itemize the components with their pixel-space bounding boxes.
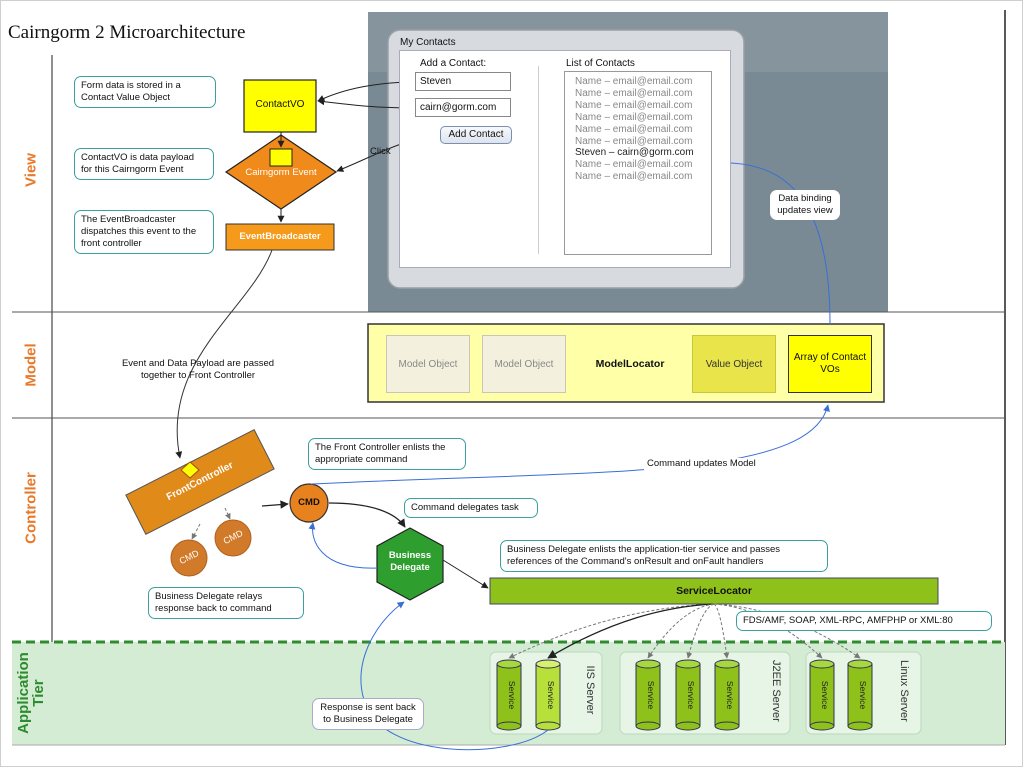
cmd-circle-main (289, 483, 329, 523)
service-cylinder: Service (847, 659, 873, 731)
locator-to-service-arrow (647, 603, 715, 659)
frontcontroller-to-cmd-arrow (261, 500, 289, 509)
cmd-to-delegate-arrow (328, 502, 406, 528)
form-list-divider (538, 66, 539, 254)
locator-to-service-arrow (547, 603, 715, 659)
business-delegate-label: Business Delegate (388, 550, 432, 573)
contact-list-item[interactable]: Name – email@email.com (575, 99, 693, 111)
service-label: Service (507, 681, 517, 710)
band-label-controller: Controller (22, 472, 40, 544)
front-controller-event-diamond (180, 461, 200, 479)
service-locator-bar (489, 577, 939, 605)
value-object: Value Object (692, 335, 776, 393)
note-broadcaster: The EventBroadcaster dispatches this eve… (74, 210, 214, 254)
contact-list-item[interactable]: Name – email@email.com (575, 123, 693, 135)
service-label: Service (820, 681, 830, 710)
add-contact-heading: Add a Contact: (420, 58, 487, 69)
service-cylinder: Service (635, 659, 661, 731)
j2ee-server-group (619, 651, 791, 735)
cairngorm-event-label: Cairngorm Event (245, 167, 317, 178)
note-delegate-enlists-service: Business Delegate enlists the applicatio… (500, 540, 828, 572)
email-field[interactable]: cairn@gorm.com (415, 98, 511, 117)
contact-list-item[interactable]: Steven – cairn@gorm.com (575, 147, 694, 159)
band-label-view: View (22, 153, 40, 187)
band-label-application-tier: Application Tier (15, 652, 47, 734)
broadcaster-to-frontcontroller-arrow (175, 249, 273, 459)
service-cylinder: Service (714, 659, 740, 731)
event-payload-label: Event and Data Payload are passed togeth… (121, 358, 275, 381)
locator-to-service-arrow (713, 603, 730, 659)
note-command-delegates: Command delegates task (404, 498, 538, 518)
delegate-to-cmd-response-arrow (308, 522, 378, 569)
contactvo-box (243, 79, 317, 133)
name-field[interactable]: Steven (415, 72, 511, 91)
click-label: Click (370, 146, 391, 157)
service-label: Service (725, 681, 735, 710)
service-cylinder: Service (809, 659, 835, 731)
service-label: Service (686, 681, 696, 710)
delegate-to-locator-arrow (442, 559, 489, 589)
locator-to-services-arrows (508, 603, 861, 659)
note-payload: ContactVO is data payload for this Cairn… (74, 148, 214, 180)
service-cylinder: Service (496, 659, 522, 731)
add-contact-button[interactable]: Add Contact (440, 126, 512, 144)
note-delegate-relays: Business Delegate relays response back t… (148, 587, 304, 619)
page-title: Cairngorm 2 Microarchitecture (8, 22, 246, 43)
service-label: Service (546, 681, 556, 710)
protocols-note: FDS/AMF, SOAP, XML-RPC, AMFPHP or XML:80 (736, 611, 992, 631)
service-label: Service (646, 681, 656, 710)
business-delegate-hexagon (376, 527, 444, 601)
note-contactvo: Form data is stored in a Contact Value O… (74, 76, 216, 108)
band-label-model: Model (22, 343, 40, 387)
contact-list-item[interactable]: Name – email@email.com (575, 171, 693, 183)
model-object-1: Model Object (386, 335, 470, 393)
contact-list-item[interactable]: Name – email@email.com (575, 159, 693, 171)
cmd-circle-small-2 (214, 519, 252, 557)
cmd-label-main: CMD (298, 497, 320, 508)
event-payload-square (269, 148, 293, 167)
data-binding-label: Data binding updates view (770, 190, 840, 220)
service-locator-label: ServiceLocator (676, 585, 752, 597)
j2ee-server-label: J2EE Server (770, 660, 782, 722)
note-front-controller-enlists: The Front Controller enlists the appropr… (308, 438, 466, 470)
contact-list-item[interactable]: Name – email@email.com (575, 87, 693, 99)
contact-list-item[interactable]: Name – email@email.com (575, 135, 693, 147)
locator-to-service-arrow (686, 603, 715, 659)
iis-server-label: IIS Server (584, 665, 596, 715)
event-broadcaster-box (225, 223, 335, 251)
array-of-contact-vos: Array of Contact VOs (788, 335, 872, 393)
contact-list-item[interactable]: Name – email@email.com (575, 111, 693, 123)
contacts-window-title: My Contacts (400, 37, 456, 48)
locator-to-service-arrow (713, 603, 861, 659)
linux-server-label: Linux Server (898, 660, 910, 722)
model-locator-label: ModelLocator (595, 358, 665, 370)
list-heading: List of Contacts (566, 58, 635, 69)
response-label: Response is sent back to Business Delega… (312, 698, 424, 730)
service-cylinders: Service Service Service Service Service Servi… (496, 659, 873, 731)
contact-list-item[interactable]: Name – email@email.com (575, 76, 693, 87)
command-updates-model-label: Command updates Model (644, 458, 759, 470)
service-cylinder: Service (675, 659, 701, 731)
model-object-2: Model Object (482, 335, 566, 393)
cmd-circle-small-1 (170, 539, 208, 577)
service-label: Service (858, 681, 868, 710)
contactvo-label: ContactVO (255, 99, 305, 110)
service-cylinder: Service (535, 659, 561, 731)
event-broadcaster-label: EventBroadcaster (239, 231, 321, 242)
